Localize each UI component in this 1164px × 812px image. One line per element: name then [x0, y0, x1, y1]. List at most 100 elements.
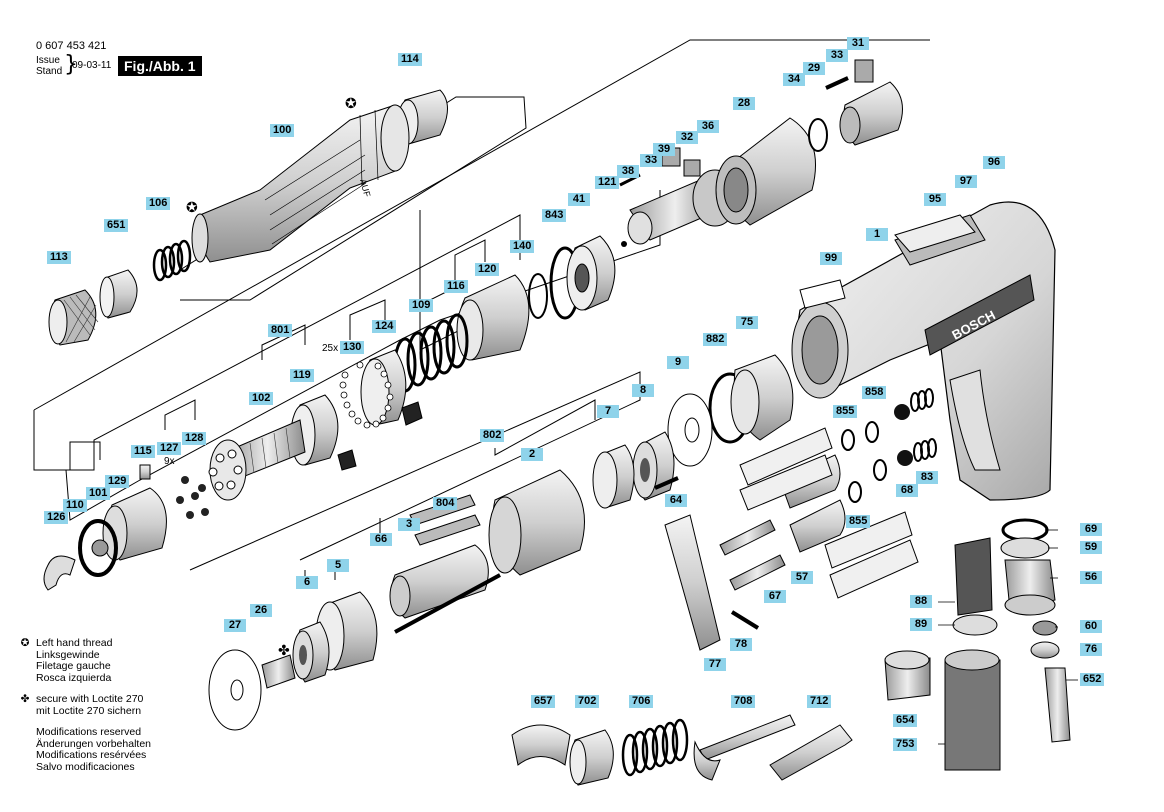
label-68[interactable]: 68	[896, 484, 918, 497]
note-left-hand-thread: ✪ Left hand thread Linksgewinde Filetage…	[18, 637, 151, 684]
label-38[interactable]: 38	[617, 165, 639, 178]
label-753[interactable]: 753	[893, 738, 918, 751]
label-100[interactable]: 100	[270, 124, 295, 137]
label-804[interactable]: 804	[433, 497, 458, 510]
label-882[interactable]: 882	[703, 333, 728, 346]
label-96[interactable]: 96	[983, 156, 1005, 169]
nut-76	[1030, 641, 1060, 659]
label-121[interactable]: 121	[595, 176, 620, 189]
note-lht-en: Left hand thread	[36, 637, 113, 649]
label-802[interactable]: 802	[480, 429, 505, 442]
label-36[interactable]: 36	[697, 120, 719, 133]
note-mod-fr: Modifications resérvées	[36, 749, 147, 761]
label-76[interactable]: 76	[1080, 643, 1102, 656]
label-130[interactable]: 130	[340, 341, 365, 354]
wrench-708	[693, 714, 796, 781]
label-33[interactable]: 33	[640, 154, 662, 167]
label-83[interactable]: 83	[916, 471, 938, 484]
label-5[interactable]: 5	[327, 559, 349, 572]
label-128[interactable]: 128	[182, 432, 207, 445]
label-113[interactable]: 113	[47, 251, 71, 264]
fitting-56	[1004, 559, 1056, 616]
label-7[interactable]: 7	[597, 405, 619, 418]
shaft-29	[839, 81, 903, 146]
issue-de: Stand	[36, 66, 63, 77]
balls-130	[339, 361, 394, 429]
label-60[interactable]: 60	[1080, 620, 1102, 633]
label-97[interactable]: 97	[955, 175, 977, 188]
label-702[interactable]: 702	[575, 695, 600, 708]
label-6[interactable]: 6	[296, 576, 318, 589]
label-127[interactable]: 127	[157, 442, 182, 455]
label-2[interactable]: 2	[521, 448, 543, 461]
label-88[interactable]: 88	[910, 595, 932, 608]
svg-text:✤: ✤	[278, 642, 290, 658]
label-89[interactable]: 89	[910, 618, 932, 631]
label-843[interactable]: 843	[542, 209, 567, 222]
label-39[interactable]: 39	[653, 143, 675, 156]
label-95[interactable]: 95	[924, 193, 946, 206]
label-9[interactable]: 9	[667, 356, 689, 369]
note-loctite: ✤ secure with Loctite 270 mit Loctite 27…	[18, 693, 151, 717]
label-124[interactable]: 124	[372, 320, 397, 333]
label-59[interactable]: 59	[1080, 541, 1102, 554]
label-67[interactable]: 67	[764, 590, 786, 603]
issue-label: Issue Stand	[36, 55, 62, 77]
label-106[interactable]: 106	[146, 197, 171, 210]
label-41[interactable]: 41	[568, 193, 590, 206]
label-69[interactable]: 69	[1080, 523, 1102, 536]
label-27[interactable]: 27	[224, 619, 246, 632]
cutaway-views	[739, 427, 919, 599]
label-64[interactable]: 64	[665, 494, 687, 507]
label-29[interactable]: 29	[803, 62, 825, 75]
label-109[interactable]: 109	[409, 299, 434, 312]
label-28[interactable]: 28	[733, 97, 755, 110]
label-652[interactable]: 652	[1080, 673, 1105, 686]
plug-654	[884, 650, 931, 701]
label-855[interactable]: 855	[833, 405, 858, 418]
svg-text:✪: ✪	[186, 199, 198, 215]
label-78[interactable]: 78	[730, 638, 752, 651]
label-855-lower[interactable]: 855	[846, 515, 871, 528]
label-3[interactable]: 3	[398, 518, 420, 531]
label-140[interactable]: 140	[510, 240, 535, 253]
label-119[interactable]: 119	[290, 369, 314, 382]
label-706[interactable]: 706	[629, 695, 654, 708]
label-110[interactable]: 110	[63, 499, 87, 512]
label-8[interactable]: 8	[632, 384, 654, 397]
gear-32	[683, 159, 701, 177]
label-129[interactable]: 129	[105, 475, 130, 488]
label-77[interactable]: 77	[704, 658, 726, 671]
label-56[interactable]: 56	[1080, 571, 1102, 584]
label-31[interactable]: 31	[847, 37, 869, 50]
label-126[interactable]: 126	[44, 511, 69, 524]
loctite-symbol-26: ✤	[278, 642, 290, 658]
label-34[interactable]: 34	[783, 73, 805, 86]
label-26[interactable]: 26	[250, 604, 272, 617]
label-801[interactable]: 801	[268, 324, 293, 337]
label-66[interactable]: 66	[370, 533, 392, 546]
label-120[interactable]: 120	[475, 263, 500, 276]
label-116[interactable]: 116	[444, 280, 468, 293]
label-33-top[interactable]: 33	[826, 49, 848, 62]
gear-31	[854, 59, 874, 83]
label-657[interactable]: 657	[531, 695, 556, 708]
label-57[interactable]: 57	[791, 571, 813, 584]
label-651[interactable]: 651	[104, 219, 129, 232]
cap-88	[954, 537, 993, 616]
label-654[interactable]: 654	[893, 714, 918, 727]
figure-title: Fig./Abb. 1	[118, 56, 202, 76]
label-114[interactable]: 114	[398, 53, 422, 66]
label-101[interactable]: 101	[86, 487, 111, 500]
label-708[interactable]: 708	[731, 695, 756, 708]
label-102[interactable]: 102	[249, 392, 274, 405]
seal-69	[1001, 518, 1049, 542]
label-115[interactable]: 115	[131, 445, 155, 458]
label-75[interactable]: 75	[736, 316, 758, 329]
label-99[interactable]: 99	[820, 252, 842, 265]
label-712[interactable]: 712	[807, 695, 832, 708]
label-1[interactable]: 1	[866, 228, 888, 241]
label-32[interactable]: 32	[676, 131, 698, 144]
spring-83	[910, 388, 937, 462]
label-858[interactable]: 858	[862, 386, 887, 399]
